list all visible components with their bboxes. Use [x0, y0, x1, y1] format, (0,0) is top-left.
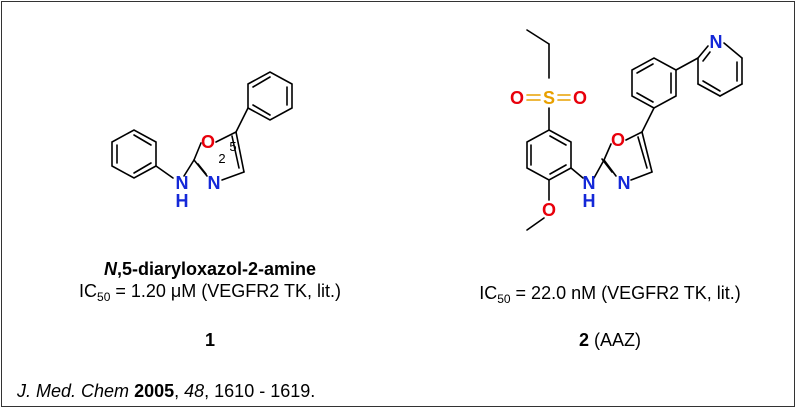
compound-1-amine-nitrogen-atom: N [176, 173, 189, 193]
compound-1-ic50: IC50 = 1.20 μM (VEGFR2 TK, lit.) [79, 281, 341, 304]
compound-2-benzene-ring [526, 129, 572, 181]
compound-2-o-ch3-bond [526, 217, 545, 231]
compound-2-ic50: IC50 = 22.0 nM (VEGFR2 TK, lit.) [479, 283, 741, 306]
compound-2-structure [526, 29, 743, 231]
compound-2-amine-hydrogen-atom: H [583, 191, 596, 211]
citation: J. Med. Chem 2005, 48, 1610 - 1619. [17, 381, 316, 401]
compound-2-c5-aryl-bond [641, 107, 655, 133]
compound-2-atom-labels: O S O O N N H O N [510, 32, 723, 220]
compound-2-middle-benzene-ring [631, 57, 677, 109]
compound-2-pyridine-ring [697, 42, 743, 97]
compound-2-sulfonyl-oxygen-left: O [510, 88, 524, 108]
compound-2-amine-nitrogen-atom: N [583, 173, 596, 193]
compound-1-c2-nh-bond [183, 159, 195, 177]
compound-2-aryl-nh-bond [570, 167, 584, 179]
compound-2-sulfur-atom: S [543, 88, 555, 108]
compound-1-nh-phenyl-bond [155, 165, 174, 179]
compound-1-structure [111, 71, 293, 181]
compound-2-sulfonyl-oxygen-right: O [573, 88, 587, 108]
compound-2-nh-c2-bond [593, 159, 605, 179]
compound-2-ethyl-ch3-bond [526, 29, 550, 45]
compound-1-atom-labels: O N N H [176, 132, 221, 211]
compound-1-position-labels: 2 5 [218, 139, 236, 166]
compound-2-label: 2 (AAZ) [578, 330, 641, 350]
compound-1-amine-hydrogen-atom: H [176, 191, 189, 211]
compound-1-number: 1 [204, 330, 215, 350]
compound-1-top-phenyl-ring [247, 71, 293, 121]
compound-2-oxazole-oxygen-atom: O [611, 130, 625, 150]
compound-1-position-2-label: 2 [218, 151, 225, 166]
compound-2-aryl-pyridine-bond [675, 57, 699, 71]
compound-2-oxazole-ring [601, 131, 653, 181]
compound-1-position-5-label: 5 [229, 139, 236, 154]
compound-1-oxazole-ring [193, 131, 245, 181]
compound-1-name: N,5-diaryloxazol-2-amine [103, 259, 317, 279]
compound-1-left-phenyl-ring [111, 129, 157, 179]
compound-1-oxygen-atom: O [201, 132, 215, 152]
compound-2-methoxy-oxygen-atom: O [542, 200, 556, 220]
compound-1-c5-phenyl-bond [235, 107, 249, 133]
compound-2-oxazole-nitrogen-atom: N [618, 173, 631, 193]
compound-1-ring-nitrogen-atom: N [208, 173, 221, 193]
compound-2-pyridine-nitrogen-atom: N [710, 32, 723, 52]
